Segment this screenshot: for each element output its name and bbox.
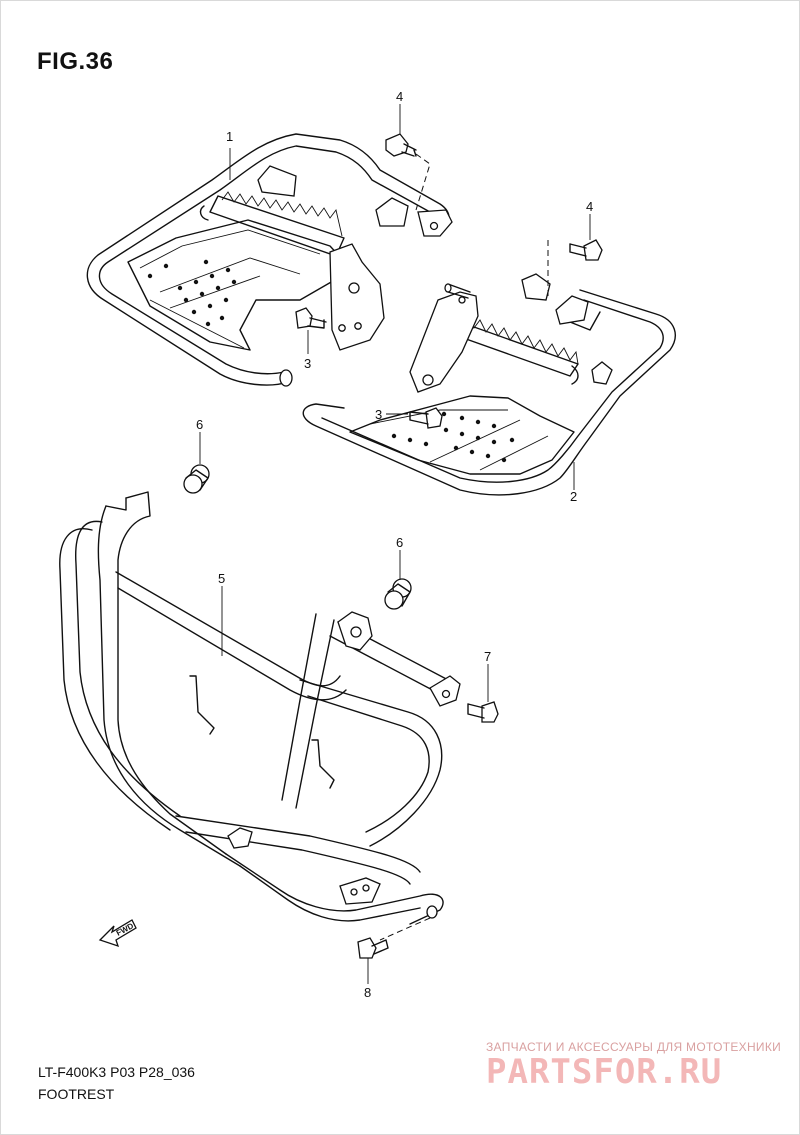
fwd-direction-arrow: FWD bbox=[98, 919, 137, 948]
callout-6-upper: 6 bbox=[196, 417, 203, 432]
watermark-tagline: ЗАПЧАСТИ И АКСЕССУАРЫ ДЛЯ МОТОТЕХНИКИ bbox=[486, 1040, 782, 1054]
callout-4-left: 4 bbox=[396, 89, 403, 104]
callout-1: 1 bbox=[226, 129, 233, 144]
footrest-left-part-1 bbox=[86, 133, 453, 387]
callout-8: 8 bbox=[364, 985, 371, 1000]
footrest-right-part-2 bbox=[302, 240, 676, 496]
callout-4-right: 4 bbox=[586, 199, 593, 214]
figure-title: FIG.36 bbox=[37, 48, 114, 75]
bolt-part-8 bbox=[357, 937, 389, 959]
figure-caption: FOOTREST bbox=[38, 1086, 115, 1102]
watermark: ЗАПЧАСТИ И АКСЕССУАРЫ ДЛЯ МОТОТЕХНИКИ PA… bbox=[486, 1040, 786, 1092]
bolt-part-3-right bbox=[409, 407, 443, 429]
watermark-logo: PARTSFOR.RU bbox=[486, 1052, 723, 1092]
model-code: LT-F400K3 P03 P28_036 bbox=[38, 1064, 195, 1080]
callout-3-left: 3 bbox=[304, 356, 311, 371]
bolt-part-4-right bbox=[569, 239, 603, 261]
callout-leaders bbox=[199, 104, 591, 984]
callout-2: 2 bbox=[570, 489, 577, 504]
bolt-part-3-left bbox=[295, 307, 327, 329]
grommet-part-6-upper bbox=[183, 464, 210, 494]
callout-7: 7 bbox=[484, 649, 491, 664]
front-guard-part-5 bbox=[59, 491, 461, 941]
callout-3-right: 3 bbox=[375, 407, 382, 422]
bolt-part-7 bbox=[467, 701, 499, 723]
grommet-part-6-lower bbox=[384, 578, 412, 610]
callout-5: 5 bbox=[218, 571, 225, 586]
callout-6-lower: 6 bbox=[396, 535, 403, 550]
